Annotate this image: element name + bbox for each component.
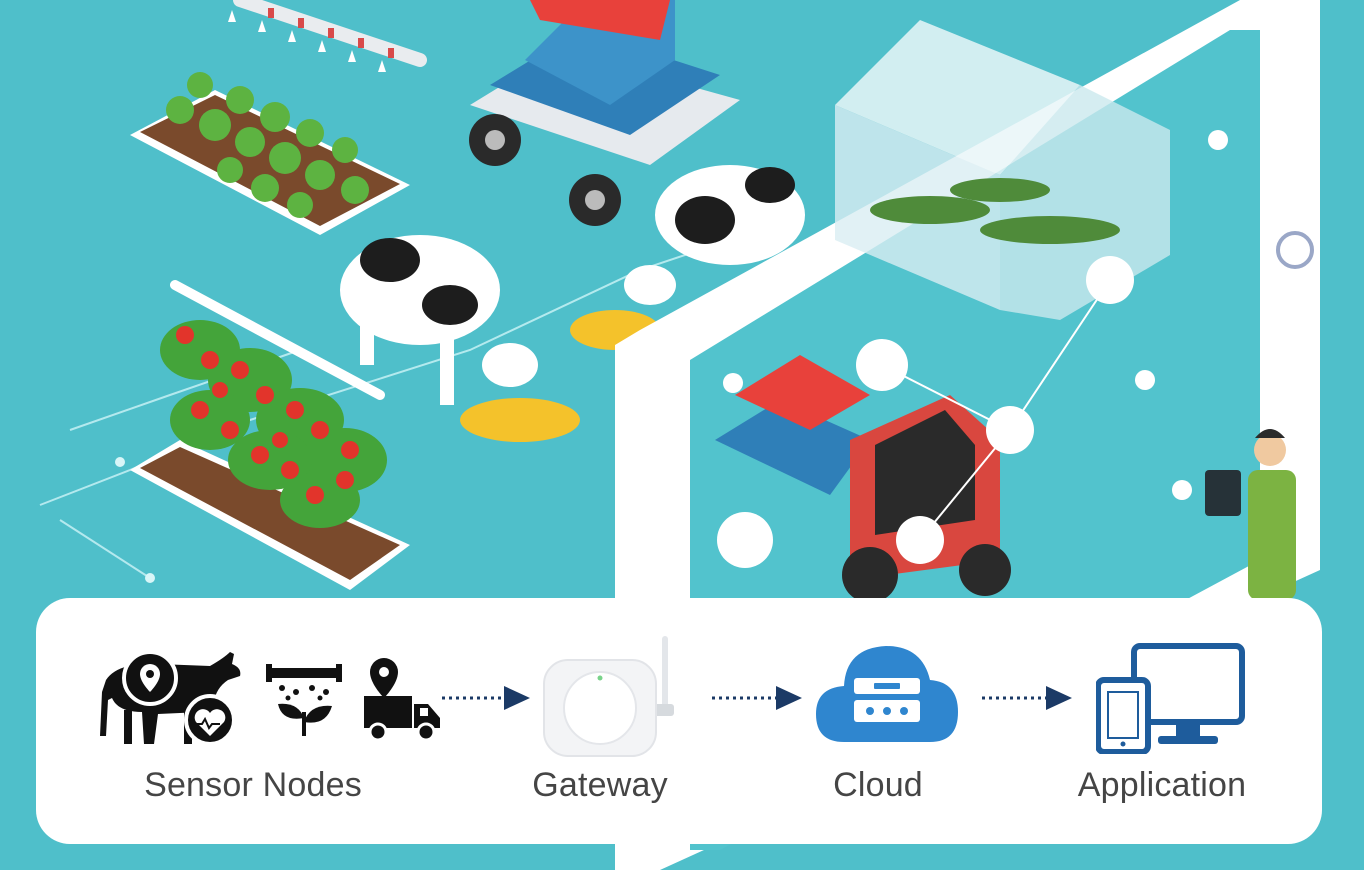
stage-label: Cloud bbox=[833, 766, 923, 804]
tomato-bed-illustration bbox=[130, 280, 410, 590]
stage-gateway: Gateway bbox=[516, 598, 686, 844]
stage-label: Gateway bbox=[532, 766, 668, 804]
irrigation-rig-illustration bbox=[228, 0, 427, 72]
cow-location-icon bbox=[100, 650, 241, 746]
devices-icon bbox=[1096, 643, 1245, 754]
cow-illustration bbox=[340, 235, 580, 442]
greenhouse-illustration bbox=[835, 20, 1170, 320]
stage-sensor-nodes: Sensor Nodes bbox=[36, 598, 456, 844]
iot-flow-panel: Sensor Nodes Gateway Cloud bbox=[36, 598, 1322, 844]
robot-cart-illustration bbox=[469, 0, 740, 226]
cow-illustration bbox=[570, 165, 805, 350]
stage-label: Application bbox=[1077, 766, 1247, 804]
plant-bed-illustration bbox=[130, 72, 410, 235]
cloud-server-icon bbox=[816, 646, 958, 742]
stage-cloud: Cloud bbox=[806, 598, 966, 844]
flow-arrow-icon bbox=[442, 686, 530, 710]
stage-label: Sensor Nodes bbox=[144, 766, 362, 804]
irrigation-plant-icon bbox=[266, 664, 342, 736]
delivery-truck-icon bbox=[364, 658, 440, 742]
flow-arrow-icon bbox=[982, 686, 1072, 710]
flow-arrow-icon bbox=[712, 686, 802, 710]
farmer-illustration bbox=[1205, 429, 1296, 600]
gateway-device-icon bbox=[543, 636, 674, 757]
stage-application: Application bbox=[1076, 598, 1306, 844]
